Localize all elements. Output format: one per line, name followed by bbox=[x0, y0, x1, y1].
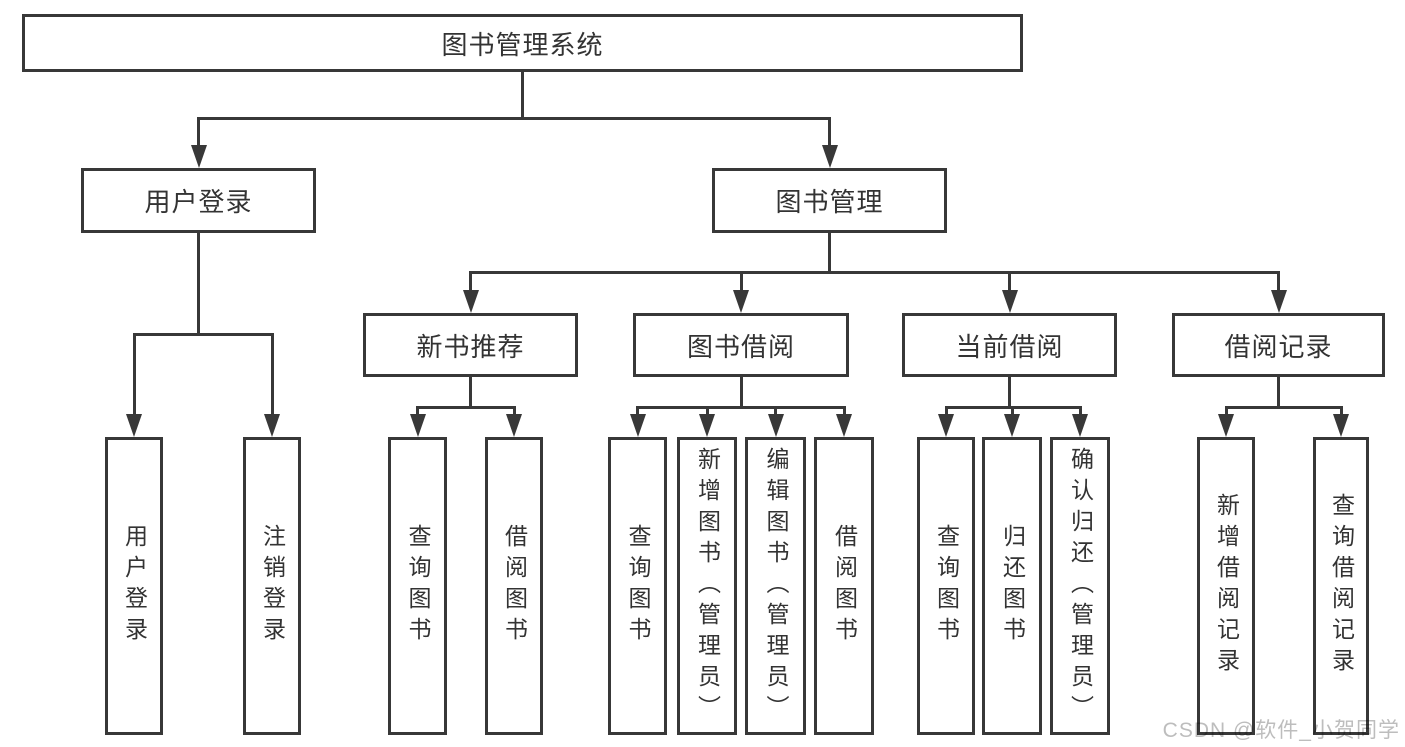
arrowhead-down-icon bbox=[1218, 414, 1234, 437]
connector-stem bbox=[739, 377, 743, 409]
node-leaf-add-borrow-record: 新增借阅记录 bbox=[1197, 437, 1255, 735]
node-leaf-add-books-admin: 新增图书（管理员） bbox=[677, 437, 737, 735]
connector-drop bbox=[197, 118, 200, 150]
connector-drop bbox=[1078, 407, 1082, 419]
node-label: 归还图书 bbox=[999, 524, 1026, 648]
connector-drop bbox=[739, 272, 743, 295]
connector-bus bbox=[636, 405, 846, 409]
node-leaf-borrow-books: 借阅图书 bbox=[814, 437, 874, 735]
connector-bus bbox=[197, 116, 831, 120]
node-label: 查询图书 bbox=[625, 524, 651, 648]
arrowhead-down-icon bbox=[938, 414, 954, 437]
node-label: 图书管理 bbox=[775, 187, 884, 217]
connector-drop bbox=[132, 334, 136, 419]
arrowhead-down-icon bbox=[821, 145, 838, 168]
node-label: 查询图书 bbox=[933, 524, 960, 648]
node-new-book-recommendation: 新书推荐 bbox=[363, 313, 578, 377]
node-leaf-query-books: 查询图书 bbox=[608, 437, 667, 735]
arrowhead-down-icon bbox=[1333, 414, 1349, 437]
connector-drop bbox=[512, 407, 516, 419]
connector-bus bbox=[416, 405, 516, 409]
node-user-login: 用户登录 bbox=[81, 168, 316, 233]
arrowhead-down-icon bbox=[733, 290, 749, 313]
connector-drop bbox=[774, 407, 777, 419]
node-label: 图书管理系统 bbox=[441, 29, 604, 60]
node-label: 当前借阅 bbox=[955, 331, 1064, 362]
arrowhead-down-icon bbox=[699, 414, 715, 437]
node-book-borrowing: 图书借阅 bbox=[633, 313, 849, 377]
node-label: 新增借阅记录 bbox=[1213, 493, 1240, 679]
connector-stem bbox=[469, 377, 472, 409]
node-borrowing-records: 借阅记录 bbox=[1172, 313, 1385, 377]
node-label: 编辑图书（管理员） bbox=[763, 446, 789, 726]
connector-drop bbox=[1008, 272, 1011, 295]
connector-bus bbox=[469, 270, 1280, 274]
connector-drop bbox=[1339, 407, 1343, 419]
arrowhead-down-icon bbox=[1004, 414, 1020, 437]
connector-drop bbox=[705, 407, 709, 419]
connector-drop bbox=[944, 407, 948, 419]
node-book-management: 图书管理 bbox=[712, 168, 947, 233]
node-label: 借阅记录 bbox=[1224, 331, 1333, 362]
arrowhead-down-icon bbox=[767, 414, 784, 437]
node-label: 用户登录 bbox=[121, 524, 148, 648]
node-label: 新增图书（管理员） bbox=[694, 446, 721, 726]
arrowhead-down-icon bbox=[190, 145, 207, 168]
arrowhead-down-icon bbox=[629, 414, 646, 437]
connector-stem bbox=[1008, 377, 1011, 409]
node-leaf-return-books: 归还图书 bbox=[982, 437, 1042, 735]
connector-bus bbox=[132, 332, 274, 336]
connector-drop bbox=[469, 272, 472, 295]
node-current-borrowing: 当前借阅 bbox=[902, 313, 1117, 377]
arrowhead-down-icon bbox=[462, 290, 479, 313]
arrowhead-down-icon bbox=[836, 414, 852, 437]
connector-drop bbox=[1224, 407, 1228, 419]
node-leaf-borrow-books: 借阅图书 bbox=[485, 437, 543, 735]
connector-drop bbox=[828, 118, 831, 150]
arrowhead-down-icon bbox=[409, 414, 426, 437]
node-label: 新书推荐 bbox=[416, 331, 525, 362]
arrowhead-down-icon bbox=[264, 414, 280, 437]
node-label: 注销登录 bbox=[259, 524, 286, 648]
node-label: 图书借阅 bbox=[686, 331, 795, 362]
node-label: 确认归还（管理员） bbox=[1067, 446, 1094, 726]
connector-stem bbox=[828, 233, 831, 274]
watermark: CSDN @软件_小贺同学 bbox=[1162, 719, 1400, 742]
connector-drop bbox=[1010, 407, 1014, 419]
connector-stem bbox=[197, 233, 200, 336]
node-label: 查询借阅记录 bbox=[1328, 493, 1355, 679]
arrowhead-down-icon bbox=[1072, 414, 1088, 437]
node-leaf-query-books: 查询图书 bbox=[388, 437, 447, 735]
connector-drop bbox=[636, 407, 639, 419]
connector-drop bbox=[416, 407, 419, 419]
node-leaf-confirm-return-admin: 确认归还（管理员） bbox=[1050, 437, 1110, 735]
connector-bus bbox=[1224, 405, 1343, 409]
node-label: 用户登录 bbox=[144, 187, 253, 217]
connector-stem bbox=[1277, 377, 1280, 409]
node-label: 查询图书 bbox=[405, 524, 431, 648]
node-leaf-query-books: 查询图书 bbox=[917, 437, 975, 735]
arrowhead-down-icon bbox=[1001, 290, 1018, 313]
node-label: 借阅图书 bbox=[831, 524, 858, 648]
arrowhead-down-icon bbox=[126, 414, 142, 437]
node-leaf-edit-books-admin: 编辑图书（管理员） bbox=[745, 437, 806, 735]
node-library-management-system: 图书管理系统 bbox=[22, 14, 1023, 72]
connector-drop bbox=[842, 407, 846, 419]
arrowhead-down-icon bbox=[506, 414, 522, 437]
node-leaf-logout: 注销登录 bbox=[243, 437, 301, 735]
connector-drop bbox=[1277, 272, 1280, 295]
arrowhead-down-icon bbox=[1270, 290, 1287, 313]
connector-drop bbox=[270, 334, 274, 419]
node-leaf-user-login: 用户登录 bbox=[105, 437, 163, 735]
node-label: 借阅图书 bbox=[501, 524, 528, 648]
node-leaf-query-borrow-record: 查询借阅记录 bbox=[1313, 437, 1369, 735]
connector-stem bbox=[521, 72, 524, 120]
